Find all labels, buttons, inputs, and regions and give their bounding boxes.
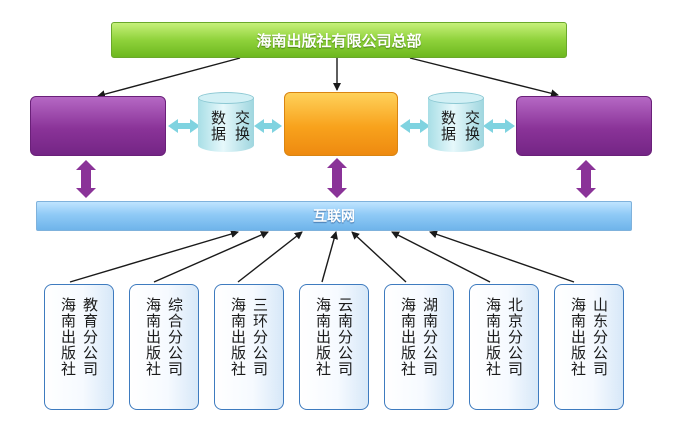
branch-office-label: 三环分公司 [251, 297, 269, 377]
branch-office-label: 北京分公司 [506, 297, 524, 377]
branch-office-label: 教育分公司 [81, 297, 99, 377]
branch-node-comprehensive: 海南出版社 综合分公司 [129, 284, 199, 410]
branch-to-internet-arrow [429, 230, 575, 283]
branch-publisher-label: 海南出版社 [144, 297, 162, 377]
left-server-node [30, 96, 166, 156]
internet-node: 互联网 [36, 201, 632, 231]
headquarters-node: 海南出版社有限公司总部 [111, 22, 567, 58]
server-internet-link-arrow [76, 160, 96, 198]
database-label-right: 交换 [233, 110, 251, 142]
data-exchange-database: 数据 交换 [428, 92, 484, 158]
branch-office-label: 综合分公司 [166, 297, 184, 377]
branch-publisher-label: 海南出版社 [484, 297, 502, 377]
branch-office-label: 湖南分公司 [421, 297, 439, 377]
branch-publisher-label: 海南出版社 [399, 297, 417, 377]
server-db-link-arrow [400, 119, 430, 133]
headquarters-label: 海南出版社有限公司总部 [256, 31, 422, 50]
branch-node-yunnan: 海南出版社 云南分公司 [299, 284, 369, 410]
database-label-left: 数据 [209, 110, 227, 142]
right-server-node [516, 96, 652, 156]
branch-to-internet-arrow [237, 231, 303, 283]
branch-node-beijing: 海南出版社 北京分公司 [469, 284, 539, 410]
branch-node-hunan: 海南出版社 湖南分公司 [384, 284, 454, 410]
branch-node-sanhuan: 海南出版社 三环分公司 [214, 284, 284, 410]
branch-to-internet-arrow [69, 230, 239, 283]
data-exchange-database: 数据 交换 [198, 92, 254, 158]
branch-node-education: 海南出版社 教育分公司 [44, 284, 114, 410]
server-internet-link-arrow [327, 158, 347, 198]
server-db-link-arrow [168, 119, 200, 133]
branch-publisher-label: 海南出版社 [59, 297, 77, 377]
branch-office-label: 云南分公司 [336, 297, 354, 377]
hq-to-right-server-arrow [409, 57, 559, 98]
branch-to-internet-arrow [391, 231, 491, 283]
internet-label: 互联网 [313, 209, 355, 225]
branch-node-shandong: 海南出版社 山东分公司 [554, 284, 624, 410]
branch-publisher-label: 海南出版社 [314, 297, 332, 377]
branch-publisher-label: 海南出版社 [229, 297, 247, 377]
branch-office-label: 山东分公司 [591, 297, 609, 377]
database-label-left: 数据 [439, 110, 457, 142]
branch-to-internet-arrow [321, 231, 338, 283]
center-server-node [284, 92, 398, 156]
hq-to-left-server-arrow [97, 57, 241, 99]
database-label-right: 交换 [463, 110, 481, 142]
branch-publisher-label: 海南出版社 [569, 297, 587, 377]
branch-to-internet-arrow [153, 231, 269, 283]
db-server-link-arrow [483, 119, 515, 133]
db-server-link-arrow [254, 119, 282, 133]
server-internet-link-arrow [576, 160, 596, 198]
branch-to-internet-arrow [351, 231, 407, 283]
